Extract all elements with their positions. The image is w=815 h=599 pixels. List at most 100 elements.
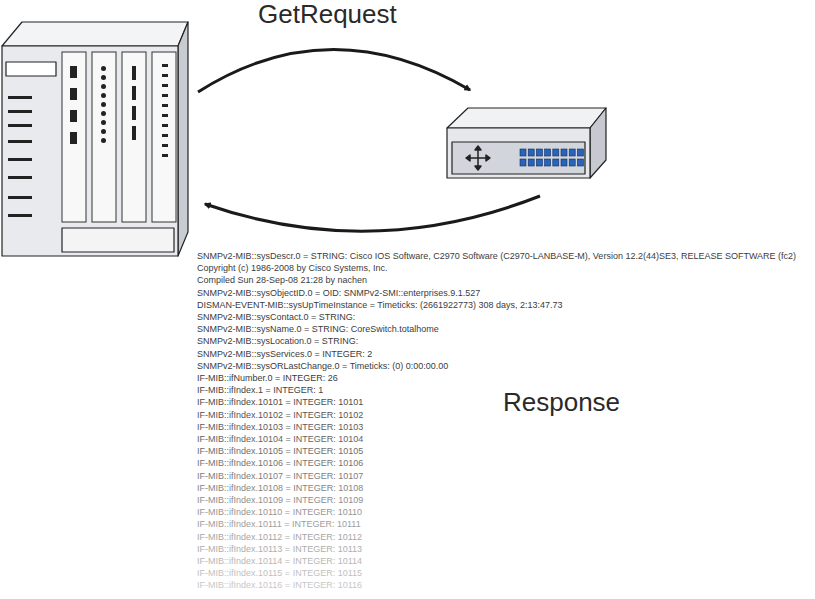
response-line: IF-MIB::ifIndex.10114 = INTEGER: 10114 bbox=[197, 556, 362, 567]
switch-top bbox=[447, 108, 606, 128]
card-port bbox=[70, 66, 77, 78]
vent-slot bbox=[8, 158, 32, 161]
response-line: IF-MIB::ifIndex.10113 = INTEGER: 10113 bbox=[197, 544, 362, 555]
response-line: SNMPv2-MIB::sysORLastChange.0 = Timetick… bbox=[197, 361, 448, 372]
vent-slot bbox=[8, 124, 32, 127]
card-port bbox=[132, 66, 136, 80]
response-line: SNMPv2-MIB::sysContact.0 = STRING: bbox=[197, 312, 355, 323]
response-line: Compiled Sun 28-Sep-08 21:28 by nachen bbox=[197, 275, 367, 286]
card-port bbox=[162, 124, 168, 127]
chassis-window bbox=[6, 62, 56, 76]
card-port bbox=[101, 66, 106, 71]
switch-port bbox=[553, 149, 559, 156]
chassis-side bbox=[178, 22, 188, 256]
switch-front bbox=[447, 128, 590, 178]
response-line: IF-MIB::ifIndex.10108 = INTEGER: 10108 bbox=[197, 483, 363, 494]
response-line: IF-MIB::ifIndex.10115 = INTEGER: 10115 bbox=[197, 568, 362, 579]
line-card bbox=[152, 52, 176, 222]
response-line: SNMPv2-MIB::sysDescr.0 = STRING: Cisco I… bbox=[197, 251, 796, 262]
switch-panel bbox=[452, 142, 585, 174]
response-line: Copyright (c) 1986-2008 by Cisco Systems… bbox=[197, 263, 388, 274]
response-line: IF-MIB::ifIndex.10102 = INTEGER: 10102 bbox=[197, 410, 363, 421]
switch-port bbox=[577, 149, 583, 156]
switch-port bbox=[561, 159, 567, 166]
card-port bbox=[162, 154, 168, 157]
switch-port bbox=[528, 149, 534, 156]
switch-logo bbox=[466, 146, 490, 170]
response-line: IF-MIB::ifIndex.1 = INTEGER: 1 bbox=[197, 385, 323, 396]
vent-slot bbox=[8, 214, 32, 217]
switch-port bbox=[520, 159, 526, 166]
switch-icon bbox=[447, 108, 606, 178]
switch-port bbox=[561, 149, 567, 156]
card-port bbox=[101, 84, 106, 89]
card-port bbox=[70, 88, 77, 100]
chassis-icon bbox=[2, 22, 188, 256]
message-label: Response bbox=[503, 388, 620, 417]
card-port bbox=[132, 126, 136, 140]
response-line: IF-MIB::ifIndex.10104 = INTEGER: 10104 bbox=[197, 434, 363, 445]
vent-slot bbox=[8, 110, 32, 113]
switch-side bbox=[590, 108, 606, 178]
response-line: IF-MIB::ifIndex.10110 = INTEGER: 10110 bbox=[197, 507, 362, 518]
card-port bbox=[101, 102, 106, 107]
card-port bbox=[101, 129, 106, 134]
card-port bbox=[132, 106, 136, 120]
card-port bbox=[162, 74, 168, 77]
switch-port bbox=[528, 159, 534, 166]
vent-slot bbox=[8, 196, 32, 199]
switch-port bbox=[569, 149, 575, 156]
switch-port bbox=[520, 149, 526, 156]
response-line: IF-MIB::ifIndex.10106 = INTEGER: 10106 bbox=[197, 458, 363, 469]
card-port bbox=[70, 132, 77, 144]
card-port bbox=[101, 93, 106, 98]
request-arrow bbox=[198, 49, 470, 92]
response-line: SNMPv2-MIB::sysLocation.0 = STRING: bbox=[197, 336, 358, 347]
switch-port bbox=[536, 149, 542, 156]
line-card bbox=[92, 52, 116, 222]
chassis-front bbox=[2, 46, 178, 256]
vent-slot bbox=[8, 176, 32, 179]
card-port bbox=[162, 104, 168, 107]
response-line: IF-MIB::ifIndex.10116 = INTEGER: 10116 bbox=[197, 580, 362, 591]
message-label: GetRequest bbox=[258, 0, 397, 29]
card-port bbox=[101, 111, 106, 116]
response-line: IF-MIB::ifIndex.10111 = INTEGER: 10111 bbox=[197, 519, 361, 530]
card-port bbox=[132, 86, 136, 100]
switch-port bbox=[569, 159, 575, 166]
response-line: DISMAN-EVENT-MIB::sysUpTimeInstance = Ti… bbox=[197, 300, 563, 311]
switch-port bbox=[553, 159, 559, 166]
chassis-top bbox=[2, 22, 188, 46]
response-line: IF-MIB::ifIndex.10101 = INTEGER: 10101 bbox=[197, 397, 363, 408]
vent-slot bbox=[8, 140, 32, 143]
card-port bbox=[101, 75, 106, 80]
response-line: SNMPv2-MIB::sysObjectID.0 = OID: SNMPv2-… bbox=[197, 288, 480, 299]
response-line: IF-MIB::ifIndex.10112 = INTEGER: 10112 bbox=[197, 532, 362, 543]
chassis-tray bbox=[62, 228, 174, 252]
vent-slot bbox=[8, 96, 32, 99]
response-line: IF-MIB::ifIndex.10105 = INTEGER: 10105 bbox=[197, 446, 363, 457]
card-port bbox=[162, 94, 168, 97]
response-line: IF-MIB::ifIndex.10103 = INTEGER: 10103 bbox=[197, 422, 363, 433]
switch-port bbox=[536, 159, 542, 166]
card-port bbox=[162, 134, 168, 137]
switch-port bbox=[545, 149, 551, 156]
card-port bbox=[101, 138, 106, 143]
switch-port bbox=[577, 159, 583, 166]
line-card bbox=[62, 52, 86, 222]
response-line: IF-MIB::ifIndex.10107 = INTEGER: 10107 bbox=[197, 471, 363, 482]
card-port bbox=[162, 64, 168, 67]
card-port bbox=[101, 120, 106, 125]
response-line: SNMPv2-MIB::sysName.0 = STRING: CoreSwit… bbox=[197, 324, 439, 335]
card-port bbox=[162, 84, 168, 87]
card-port bbox=[162, 144, 168, 147]
line-card bbox=[122, 52, 146, 222]
card-port bbox=[162, 114, 168, 117]
response-line: IF-MIB::ifIndex.10109 = INTEGER: 10109 bbox=[197, 495, 363, 506]
response-line: IF-MIB::ifNumber.0 = INTEGER: 26 bbox=[197, 373, 338, 384]
response-line: SNMPv2-MIB::sysServices.0 = INTEGER: 2 bbox=[197, 349, 372, 360]
card-port bbox=[70, 110, 77, 122]
response-arrow bbox=[205, 196, 540, 231]
